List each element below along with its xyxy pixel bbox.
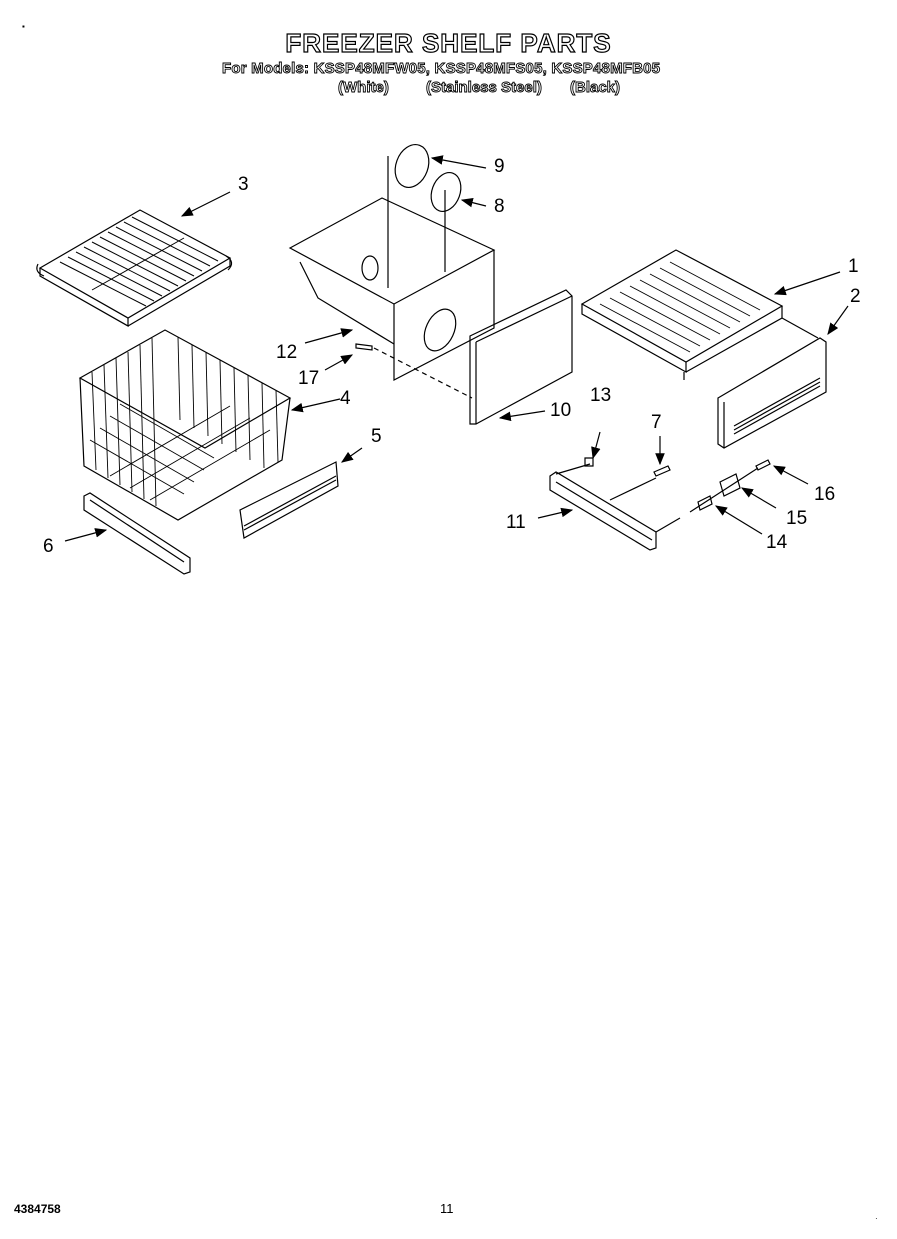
page-title: FREEZER SHELF PARTS (285, 27, 612, 58)
variant-black: (Black) (570, 79, 621, 97)
callout-12: 12 (276, 342, 298, 363)
callout-9: 9 (494, 156, 505, 177)
callout-2: 2 (850, 286, 861, 307)
screw-part (654, 466, 670, 476)
shelf-front-trim-part (718, 338, 826, 448)
callout-1: 1 (848, 256, 859, 277)
screw-roller-part (756, 460, 770, 470)
freezer-shelf-part (582, 250, 782, 380)
page-number: 11 (440, 1201, 454, 1216)
callout-15: 15 (786, 508, 808, 529)
callout-6: 6 (43, 536, 54, 557)
models-label: For Models: KSSP48MFW05, KSSP48MFS05, KS… (222, 60, 661, 78)
document-number: 4384758 (14, 1202, 61, 1216)
basket-trim-rear-part (240, 462, 338, 538)
callout-7: 7 (651, 412, 662, 433)
callout-5: 5 (371, 426, 382, 447)
spacer-part (698, 496, 712, 510)
callout-3: 3 (238, 174, 249, 195)
corner-mark: ▪ (22, 22, 25, 31)
callout-11: 11 (506, 512, 526, 533)
variant-stainless: (Stainless Steel) (426, 79, 543, 97)
callout-17: 17 (298, 368, 320, 389)
stop-part (585, 458, 593, 466)
screw-housing-part (356, 344, 372, 350)
corner-mark: · (875, 1214, 878, 1223)
roller-part (720, 474, 740, 496)
bin-front-panel-part (470, 290, 572, 424)
wire-basket-part (80, 330, 290, 520)
basket-trim-front-part (84, 493, 190, 574)
callout-14: 14 (766, 532, 788, 553)
bin-housing-part (290, 156, 494, 380)
callout-16: 16 (814, 484, 836, 505)
callout-4: 4 (340, 388, 351, 409)
slide-rail-part (550, 472, 656, 550)
variant-white: (White) (338, 79, 390, 97)
cover-outer-part (389, 140, 434, 192)
wire-shelf-part (37, 210, 232, 326)
cover-inner-part (426, 168, 466, 215)
callout-8: 8 (494, 196, 505, 217)
callout-13: 13 (590, 385, 612, 406)
callout-10: 10 (550, 400, 572, 421)
